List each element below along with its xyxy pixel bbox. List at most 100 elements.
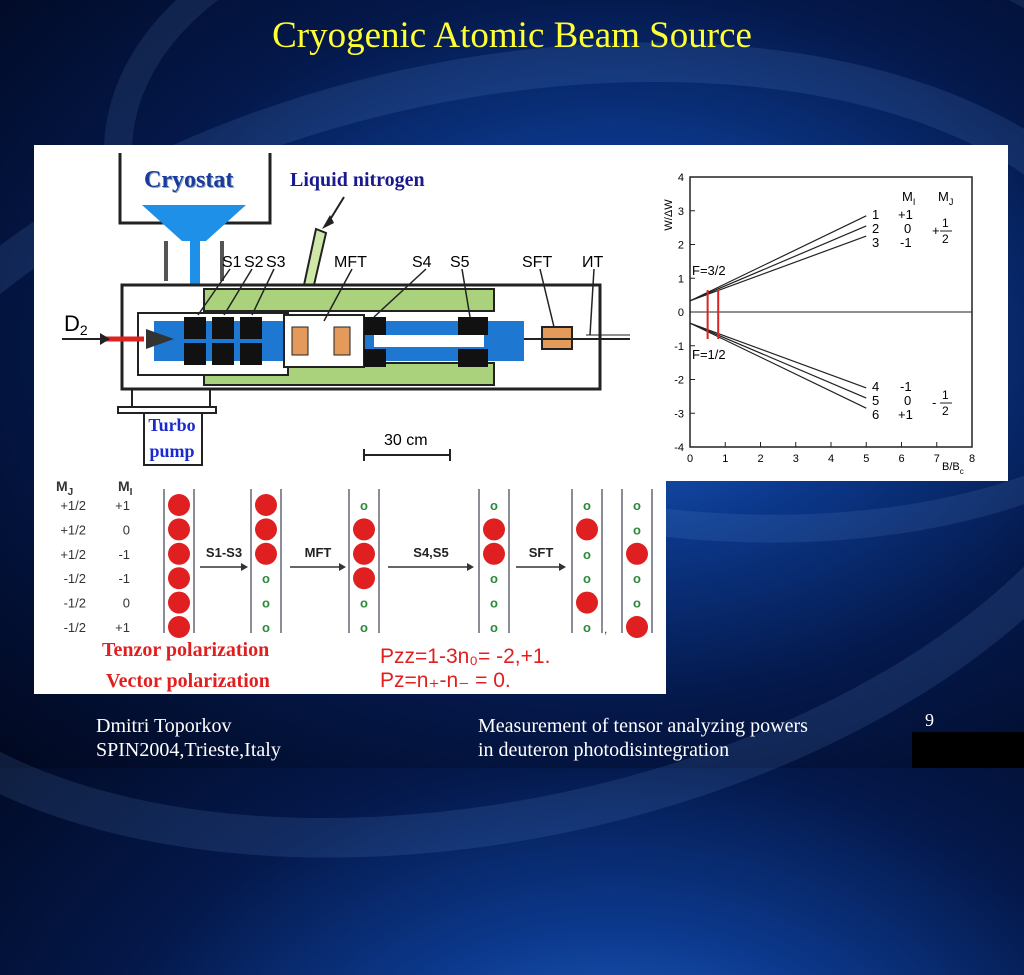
label-it: ИТ <box>582 254 604 271</box>
state-num: 1 <box>872 207 879 222</box>
energy-level-line <box>689 225 867 302</box>
x-tick-label: 8 <box>969 453 975 465</box>
label-s5: S5 <box>450 254 470 271</box>
energy-level-line <box>689 235 867 302</box>
empty-state: o <box>490 498 498 513</box>
populated-state <box>626 616 648 638</box>
empty-state: o <box>262 620 270 635</box>
footer-author: Dmitri Toporkov SPIN2004,Trieste,Italy <box>96 715 281 761</box>
y-tick-label: 3 <box>678 206 684 218</box>
mi-header: MI <box>902 189 915 207</box>
populated-state <box>168 542 190 565</box>
state-num: 4 <box>872 379 879 394</box>
populated-state <box>353 542 375 565</box>
empty-state: o <box>360 498 368 513</box>
populated-state <box>168 591 190 614</box>
populated-state <box>168 518 190 541</box>
y-tick-label: -3 <box>674 408 684 420</box>
mj-lower-num: 1 <box>942 388 949 402</box>
row-mi: -1 <box>118 547 130 562</box>
x-tick-label: 3 <box>793 453 799 465</box>
empty-state: o <box>262 571 270 586</box>
populated-state <box>576 518 598 541</box>
row-mi: 0 <box>123 522 130 537</box>
mj-header: MJ <box>938 189 953 207</box>
transition-arrowhead <box>467 563 474 571</box>
state-mi: -1 <box>900 235 912 250</box>
populated-state <box>255 542 277 565</box>
empty-state: o <box>583 498 591 513</box>
trailing-mark: , <box>604 622 607 636</box>
row-mi: 0 <box>123 596 130 611</box>
transition-label: S4,S5 <box>413 545 448 560</box>
slide-title: Cryogenic Atomic Beam Source <box>272 15 752 56</box>
turbo-pump-label: Turbo pump <box>148 415 196 461</box>
y-axis-label: W/ΔW <box>663 199 675 231</box>
populated-state <box>353 518 375 541</box>
x-tick-label: 5 <box>863 453 869 465</box>
state-num: 6 <box>872 407 879 422</box>
populated-state <box>255 518 277 541</box>
x-tick-label: 7 <box>934 453 940 465</box>
row-mj: -1/2 <box>64 596 86 611</box>
empty-state: o <box>583 547 591 562</box>
x-tick-label: 1 <box>722 453 728 465</box>
state-mi: -1 <box>900 379 912 394</box>
empty-state: o <box>262 596 270 611</box>
mj-upper-den: 2 <box>942 232 949 246</box>
empty-state: o <box>583 571 591 586</box>
energy-level-line <box>689 322 867 409</box>
mj-upper-value: + <box>932 223 940 238</box>
empty-state: o <box>490 620 498 635</box>
row-mi: +1 <box>115 498 130 513</box>
state-mi: +1 <box>898 207 913 222</box>
transition-label: MFT <box>305 545 332 560</box>
energy-level-line <box>689 322 867 389</box>
empty-state: o <box>633 596 641 611</box>
empty-state: o <box>490 571 498 586</box>
empty-state: o <box>633 522 641 537</box>
transition-label: S1-S3 <box>206 545 242 560</box>
label-s2: S2 <box>244 254 264 271</box>
populated-state <box>168 567 190 590</box>
populated-state <box>626 542 648 565</box>
energy-level-line <box>689 322 867 399</box>
populated-state <box>255 494 277 516</box>
row-mj: -1/2 <box>64 571 86 586</box>
f-upper-label: F=3/2 <box>692 263 726 278</box>
label-s3: S3 <box>266 254 286 271</box>
y-tick-label: 1 <box>678 273 684 285</box>
populated-state <box>168 616 190 638</box>
row-mj: +1/2 <box>60 498 86 513</box>
empty-state: o <box>633 571 641 586</box>
populated-state <box>576 591 598 614</box>
y-tick-label: 2 <box>678 240 684 252</box>
row-mj: -1/2 <box>64 620 86 635</box>
state-num: 3 <box>872 235 879 250</box>
x-tick-label: 2 <box>757 453 763 465</box>
mj-lower-value: - <box>932 395 936 410</box>
corner-block <box>912 732 1024 768</box>
state-num: 5 <box>872 393 879 408</box>
label-mft: MFT <box>334 254 367 271</box>
empty-state: o <box>360 620 368 635</box>
energy-level-line <box>689 215 867 302</box>
label-s4: S4 <box>412 254 432 271</box>
page-number: 9 <box>925 710 934 730</box>
empty-state: o <box>360 596 368 611</box>
populated-state <box>483 542 505 565</box>
transition-arrowhead <box>339 563 346 571</box>
row-mj: +1/2 <box>60 522 86 537</box>
empty-state: o <box>583 620 591 635</box>
liquid-nitrogen-label: Liquid nitrogen <box>290 169 425 191</box>
empty-state: o <box>633 498 641 513</box>
f-lower-label: F=1/2 <box>692 347 726 362</box>
beam-label: D2 <box>64 311 88 338</box>
y-tick-label: -1 <box>674 341 684 353</box>
populated-state <box>168 494 190 516</box>
label-s1: S1 <box>222 254 242 271</box>
populated-state <box>353 567 375 590</box>
